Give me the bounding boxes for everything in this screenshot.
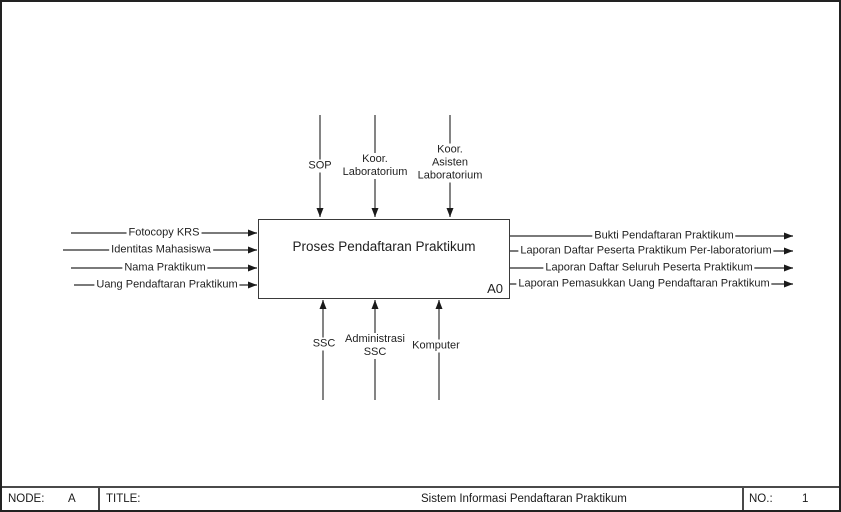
title-bar-node-section: NODE: A (2, 488, 100, 510)
mechanism-label-administrasi-ssc: Administrasi SSC (343, 333, 407, 359)
input-label-identitas-mahasiswa: Identitas Mahasiswa (109, 243, 213, 257)
title-value: Sistem Informasi Pendaftaran Praktikum (421, 493, 627, 505)
title-bar: NODE: A TITLE: Sistem Informasi Pendafta… (2, 486, 839, 510)
control-label-koor-asisten-laboratorium: Koor. Asisten Laboratorium (415, 143, 485, 183)
input-label-uang-pendaftaran: Uang Pendaftaran Praktikum (94, 278, 240, 292)
node-value: A (68, 493, 76, 505)
output-label-laporan-per-laboratorium: Laporan Daftar Peserta Praktikum Per-lab… (518, 244, 774, 258)
output-label-bukti-pendaftaran: Bukti Pendaftaran Praktikum (592, 229, 736, 243)
output-label-laporan-seluruh-peserta: Laporan Daftar Seluruh Peserta Praktikum (543, 261, 755, 275)
title-bar-title-section: TITLE: Sistem Informasi Pendaftaran Prak… (100, 488, 742, 510)
input-label-nama-praktikum: Nama Praktikum (122, 261, 208, 275)
mechanism-label-komputer: Komputer (410, 339, 462, 353)
title-bar-number-section: NO.: 1 (742, 488, 839, 510)
number-value: 1 (802, 493, 809, 505)
input-label-fotocopy-krs: Fotocopy KRS (126, 226, 202, 240)
process-node-id: A0 (487, 281, 503, 296)
output-label-laporan-pemasukkan-uang: Laporan Pemasukkan Uang Pendaftaran Prak… (516, 277, 772, 291)
process-box: Proses Pendaftaran Praktikum A0 (258, 219, 510, 299)
control-label-sop: SOP (306, 159, 334, 173)
mechanism-label-ssc: SSC (310, 337, 338, 351)
process-title: Proses Pendaftaran Praktikum (292, 239, 476, 254)
title-label: TITLE: (106, 493, 141, 505)
node-label: NODE: (8, 493, 45, 505)
number-label: NO.: (749, 493, 773, 505)
control-label-koor-laboratorium: Koor. Laboratorium (340, 153, 410, 179)
